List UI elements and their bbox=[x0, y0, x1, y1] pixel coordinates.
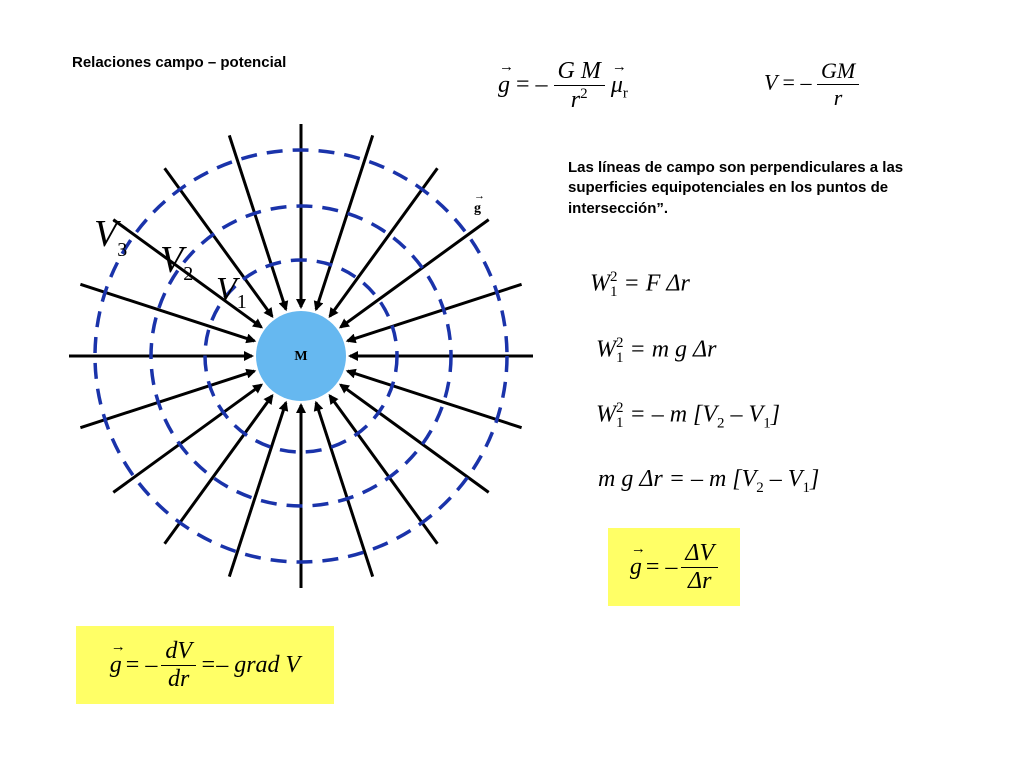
field-diagram: M g → V3 V2 V1 bbox=[69, 124, 533, 588]
field-line-arrow bbox=[112, 218, 264, 329]
perpendicularity-note: Las líneas de campo son perpendiculares … bbox=[568, 159, 904, 217]
equipotential-circle-v1 bbox=[203, 258, 399, 454]
field-line-arrow bbox=[112, 383, 264, 494]
equipotential-label-v2: V2 bbox=[160, 239, 193, 285]
gradient-relation-box: g = – dV dr =– grad V bbox=[76, 626, 334, 704]
field-line-arrow bbox=[338, 218, 490, 329]
field-line-arrow bbox=[163, 167, 274, 319]
field-line-arrow bbox=[227, 400, 289, 578]
field-line-arrow bbox=[313, 400, 375, 578]
equipotential-circle-v2 bbox=[149, 204, 453, 508]
gravitational-field-equation: g = – G M r2 μr bbox=[498, 58, 628, 114]
equipotential-circle-v3 bbox=[93, 148, 509, 564]
work-equation-4: m g Δr = – m [V2 – V1] bbox=[598, 466, 820, 496]
mass-sphere bbox=[256, 311, 346, 401]
field-vector-label: g bbox=[474, 201, 481, 216]
field-line-arrow bbox=[227, 134, 289, 312]
field-line-arrow bbox=[79, 282, 257, 344]
field-line-arrow bbox=[313, 134, 375, 312]
field-potential-ratio-box: g = – ΔV Δr bbox=[608, 528, 740, 606]
field-lines bbox=[69, 124, 533, 588]
slide-title: Relaciones campo – potencial bbox=[72, 54, 287, 71]
field-line-arrow bbox=[338, 383, 490, 494]
field-line-arrow bbox=[345, 282, 523, 344]
field-line-arrow bbox=[328, 167, 439, 319]
mass-label: M bbox=[294, 349, 307, 364]
equipotential-label-v3: V3 bbox=[94, 213, 127, 261]
field-line-arrow bbox=[328, 393, 439, 545]
field-line-arrow bbox=[79, 368, 257, 430]
svg-text:→: → bbox=[474, 190, 485, 202]
field-line-arrow bbox=[163, 393, 274, 545]
field-line-arrow bbox=[345, 368, 523, 430]
gravitational-potential-equation: V = – GM r bbox=[764, 58, 860, 111]
